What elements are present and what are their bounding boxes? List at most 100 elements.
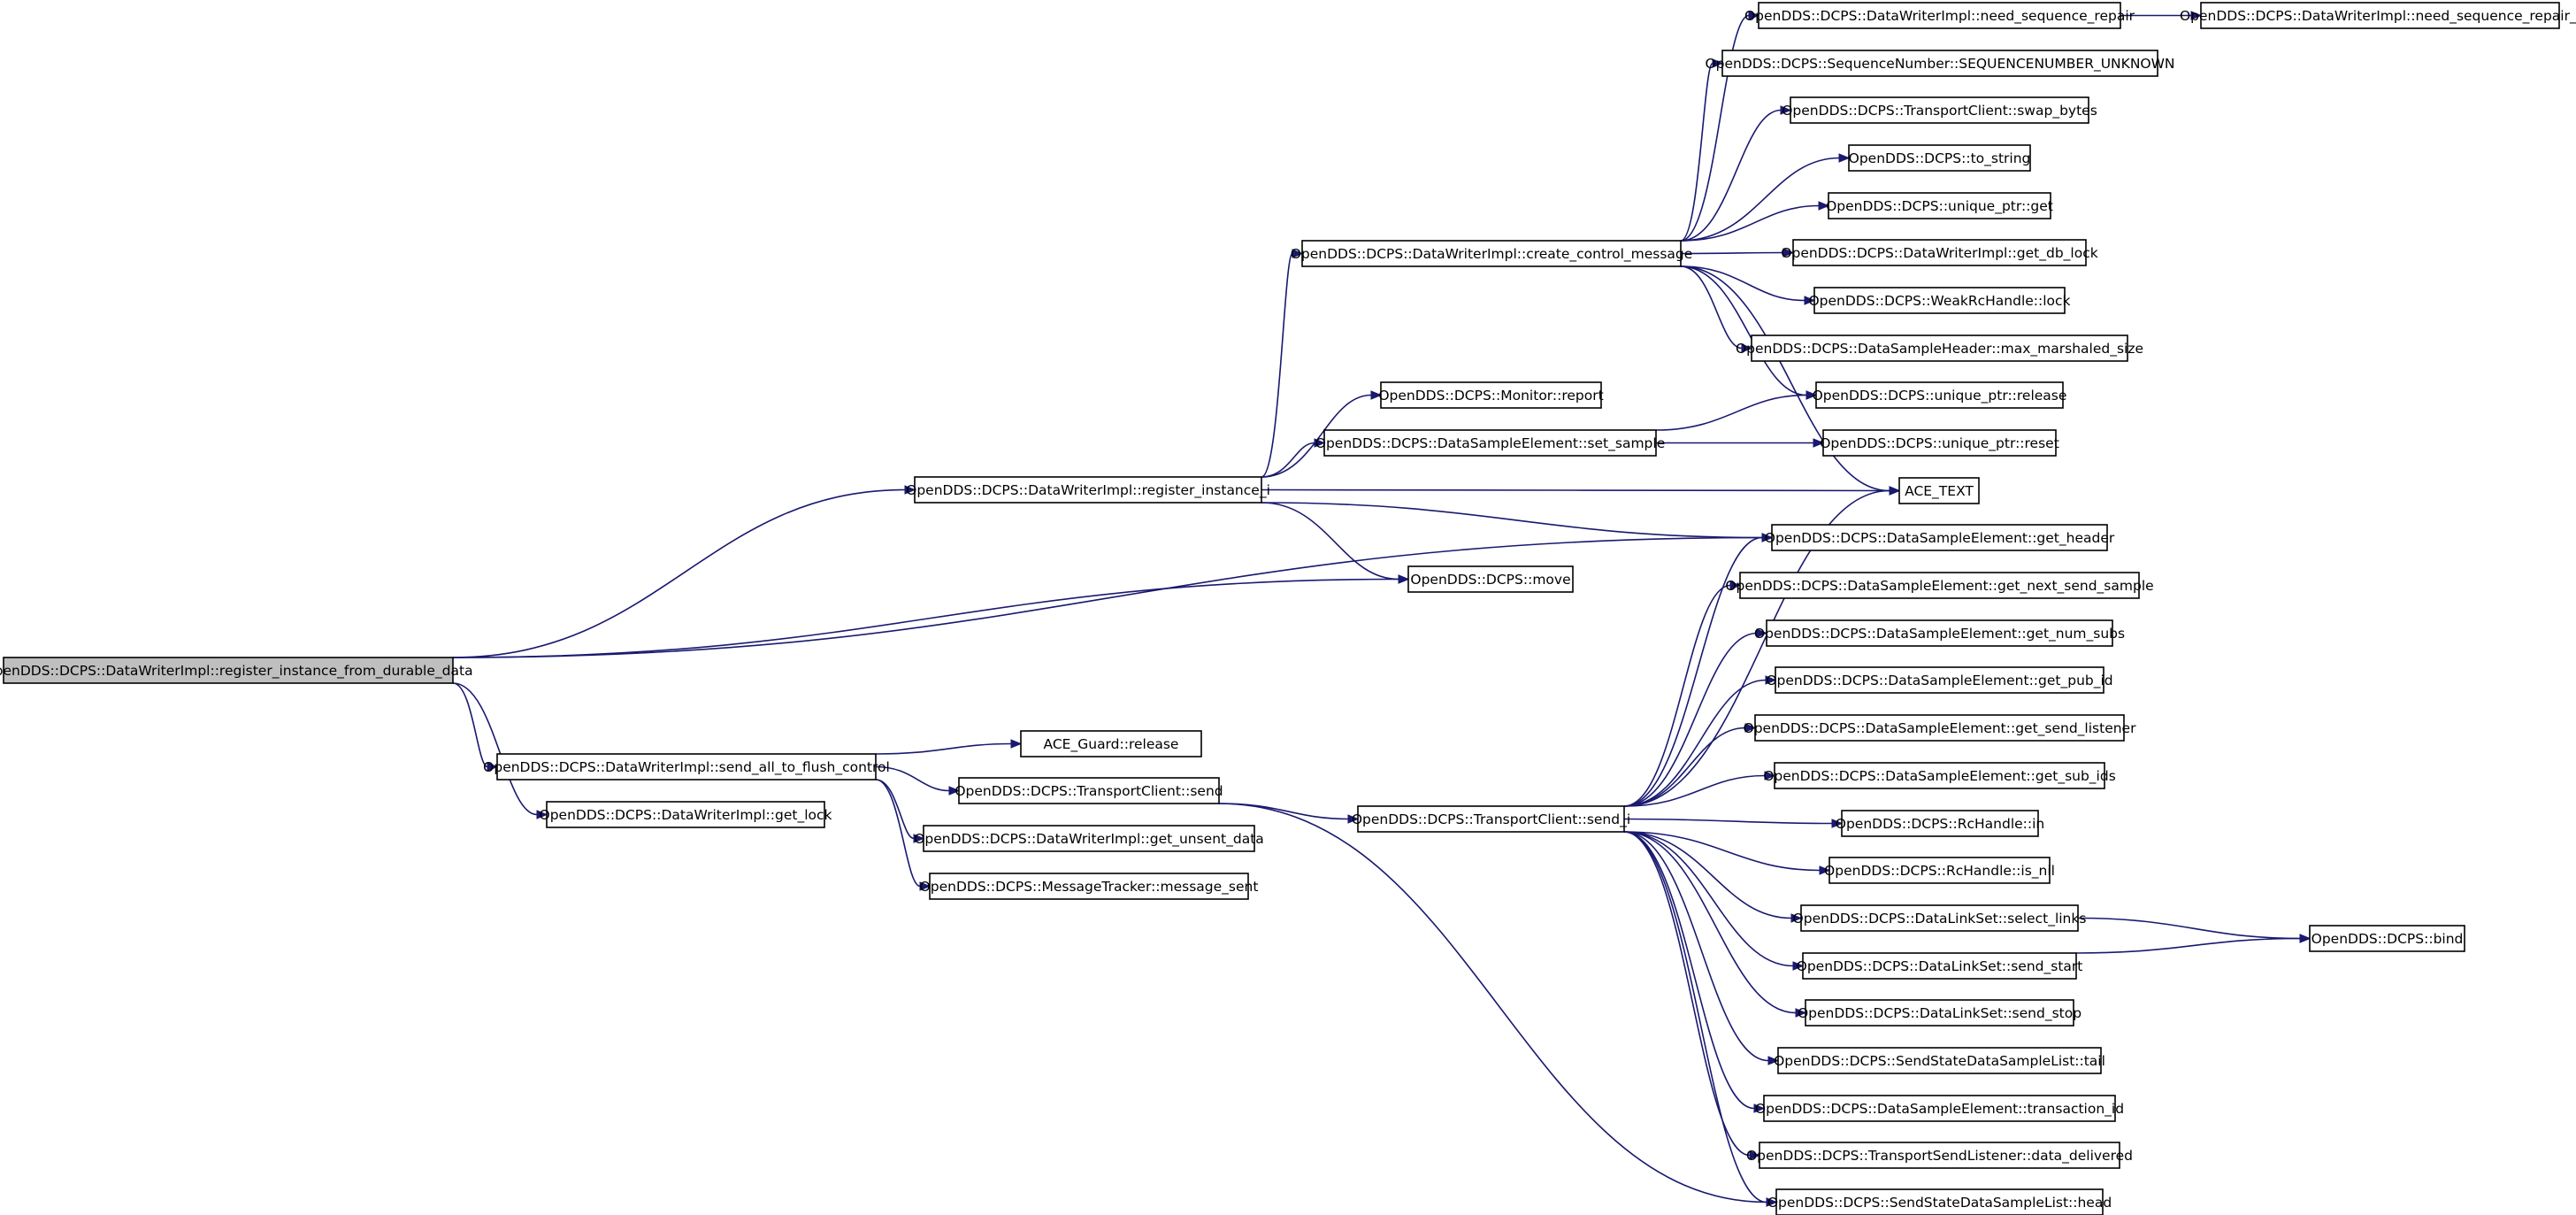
node-rchandle-is-nil[interactable]: OpenDDS::DCPS::RcHandle::is_nil bbox=[1824, 857, 2055, 884]
node-label: OpenDDS::DCPS::DataLinkSet::send_stop bbox=[1798, 1005, 2082, 1022]
node-datasampleelement-get-num-subs[interactable]: OpenDDS::DCPS::DataSampleElement::get_nu… bbox=[1754, 619, 2125, 647]
node-label: OpenDDS::DCPS::DataWriterImpl::register_… bbox=[906, 482, 1270, 499]
edge-n12-n34 bbox=[1623, 831, 1807, 1018]
edge-line bbox=[1623, 536, 1763, 807]
node-sendstatedatasamplelist-head[interactable]: OpenDDS::DCPS::SendStateDataSampleList::… bbox=[1767, 1188, 2112, 1215]
node-transportclient-send[interactable]: OpenDDS::DCPS::TransportClient::send bbox=[954, 777, 1223, 804]
edge-line bbox=[1623, 831, 1821, 872]
edge-arrowhead bbox=[1795, 1008, 1807, 1018]
edge-n9-n12 bbox=[1218, 803, 1360, 824]
edge-n1-n7 bbox=[1261, 502, 1410, 584]
node-datasampleheader-max-marshaled-size[interactable]: OpenDDS::DCPS::DataSampleHeader::max_mar… bbox=[1736, 335, 2143, 362]
edge-n2-n8 bbox=[875, 739, 1023, 755]
edge-n4-n17 bbox=[1680, 201, 1830, 242]
edge-line bbox=[1623, 584, 1731, 807]
edge-arrowhead bbox=[1314, 438, 1326, 448]
node-datalinkset-select-links[interactable]: OpenDDS::DCPS::DataLinkSet::select_links bbox=[1793, 904, 2087, 932]
node-unique-ptr-get[interactable]: OpenDDS::DCPS::unique_ptr::get bbox=[1826, 192, 2053, 219]
node-datawriterimpl-send-all-to-flush-control[interactable]: OpenDDS::DCPS::DataWriterImpl::send_all_… bbox=[483, 753, 890, 781]
node-label: OpenDDS::DCPS::DataSampleElement::get_su… bbox=[1763, 768, 2116, 785]
node-monitor-report[interactable]: OpenDDS::DCPS::Monitor::report bbox=[1378, 381, 1604, 409]
node-box bbox=[1802, 952, 2077, 980]
edge-line bbox=[1680, 251, 1784, 255]
edge-n12-n26 bbox=[1623, 628, 1768, 807]
edge-arrowhead bbox=[1749, 1150, 1761, 1160]
edge-line bbox=[1623, 489, 1890, 807]
edge-n4-n16 bbox=[1680, 153, 1851, 242]
edge-n12-n31 bbox=[1623, 831, 1831, 875]
edge-n4-n13 bbox=[1680, 11, 1760, 242]
node-label: OpenDDS::DCPS::to_string bbox=[1849, 150, 2031, 167]
edge-arrowhead bbox=[2190, 11, 2203, 20]
node-datawriterimpl-get-db-lock[interactable]: OpenDDS::DCPS::DataWriterImpl::get_db_lo… bbox=[1781, 239, 2098, 266]
edge-arrowhead bbox=[1818, 201, 1830, 211]
node-label: OpenDDS::DCPS::DataWriterImpl::send_all_… bbox=[483, 759, 890, 776]
edge-arrowhead bbox=[1780, 105, 1792, 115]
node-datawriterimpl-get-lock[interactable]: OpenDDS::DCPS::DataWriterImpl::get_lock bbox=[540, 801, 832, 828]
edge-line bbox=[452, 682, 488, 768]
node-label: OpenDDS::DCPS::DataWriterImpl::register_… bbox=[0, 663, 473, 680]
node-box bbox=[2309, 925, 2465, 952]
node-datasampleelement-get-pub-id[interactable]: OpenDDS::DCPS::DataSampleElement::get_pu… bbox=[1766, 666, 2113, 694]
node-unique-ptr-release[interactable]: OpenDDS::DCPS::unique_ptr::release bbox=[1813, 381, 2067, 409]
edge-arrowhead bbox=[1347, 814, 1360, 824]
node-box bbox=[1813, 287, 2066, 314]
edge-arrowhead bbox=[1804, 296, 1816, 305]
node-datasampleelement-get-next-send-sample[interactable]: OpenDDS::DCPS::DataSampleElement::get_ne… bbox=[1725, 572, 2154, 599]
node-datawriterimpl-create-control-message[interactable]: OpenDDS::DCPS::DataWriterImpl::create_co… bbox=[1291, 240, 1693, 267]
edge-n1-n23 bbox=[1261, 486, 1901, 496]
edge-line bbox=[452, 536, 1763, 658]
edge-arrowhead bbox=[1744, 723, 1757, 733]
node-datalinkset-send-start[interactable]: OpenDDS::DCPS::DataLinkSet::send_start bbox=[1797, 952, 2083, 980]
node-datasampleelement-get-send-listener[interactable]: OpenDDS::DCPS::DataSampleElement::get_se… bbox=[1744, 714, 2137, 742]
edge-n1-n6 bbox=[1261, 438, 1326, 478]
node-dcps-to-string[interactable]: OpenDDS::DCPS::to_string bbox=[1848, 144, 2031, 172]
node-box bbox=[1805, 999, 2074, 1027]
edge-n4-n15 bbox=[1680, 105, 1792, 242]
node-unique-ptr-reset[interactable]: OpenDDS::DCPS::unique_ptr::reset bbox=[1820, 429, 2059, 457]
edge-arrowhead bbox=[1010, 739, 1023, 749]
node-dcps-move[interactable]: OpenDDS::DCPS::move bbox=[1407, 565, 1574, 593]
node-weakrchandle-lock[interactable]: OpenDDS::DCPS::WeakRcHandle::lock bbox=[1808, 287, 2071, 314]
node-transportsendlistener-data-delivered[interactable]: OpenDDS::DCPS::TransportSendListener::da… bbox=[1746, 1142, 2133, 1169]
edge-line bbox=[1261, 442, 1315, 478]
node-transportclient-swap-bytes[interactable]: OpenDDS::DCPS::TransportClient::swap_byt… bbox=[1782, 96, 2097, 124]
edge-n1-n5 bbox=[1261, 390, 1383, 478]
node-ace-guard-release[interactable]: ACE_Guard::release bbox=[1020, 730, 1202, 757]
node-datasampleelement-get-header[interactable]: OpenDDS::DCPS::DataSampleElement::get_he… bbox=[1765, 524, 2115, 551]
node-datawriterimpl-get-unsent-data[interactable]: OpenDDS::DCPS::DataWriterImpl::get_unsen… bbox=[914, 825, 1264, 852]
node-datawriterimpl-register-instance-i[interactable]: OpenDDS::DCPS::DataWriterImpl::register_… bbox=[906, 476, 1270, 504]
node-dcps-bind[interactable]: OpenDDS::DCPS::bind bbox=[2309, 925, 2465, 952]
node-box bbox=[1323, 429, 1657, 457]
node-box bbox=[496, 753, 877, 781]
edge-line bbox=[452, 578, 1399, 658]
node-messagetracker-message-sent[interactable]: OpenDDS::DCPS::MessageTracker::message_s… bbox=[920, 873, 1259, 900]
node-box bbox=[914, 476, 1262, 504]
edge-n12-n27 bbox=[1623, 675, 1777, 807]
node-label: OpenDDS::DCPS::unique_ptr::release bbox=[1813, 388, 2067, 404]
node-sequencenumber-sequencenumber-unknown[interactable]: OpenDDS::DCPS::SequenceNumber::SEQUENCEN… bbox=[1705, 50, 2175, 77]
node-datawriterimpl-need-sequence-repair-i[interactable]: OpenDDS::DCPS::DataWriterImpl::need_sequ… bbox=[2180, 2, 2576, 29]
node-label: OpenDDS::DCPS::DataSampleElement::transa… bbox=[1755, 1101, 2124, 1118]
node-sendstatedatasamplelist-tail[interactable]: OpenDDS::DCPS::SendStateDataSampleList::… bbox=[1774, 1047, 2105, 1074]
node-datawriterimpl-need-sequence-repair[interactable]: OpenDDS::DCPS::DataWriterImpl::need_sequ… bbox=[1744, 2, 2135, 29]
node-datalinkset-send-stop[interactable]: OpenDDS::DCPS::DataLinkSet::send_stop bbox=[1798, 999, 2082, 1027]
node-datasampleelement-get-sub-ids[interactable]: OpenDDS::DCPS::DataSampleElement::get_su… bbox=[1763, 762, 2116, 789]
node-ace-text[interactable]: ACE_TEXT bbox=[1898, 477, 1980, 504]
edge-line bbox=[1261, 488, 1890, 492]
node-box bbox=[1792, 239, 2087, 266]
node-rchandle-in[interactable]: OpenDDS::DCPS::RcHandle::in bbox=[1836, 810, 2044, 837]
node-label: OpenDDS::DCPS::Monitor::report bbox=[1378, 388, 1603, 404]
node-box bbox=[1828, 192, 2051, 219]
node-label: OpenDDS::DCPS::DataSampleElement::set_sa… bbox=[1315, 435, 1665, 452]
node-datasampleelement-transaction-id[interactable]: OpenDDS::DCPS::DataSampleElement::transa… bbox=[1755, 1095, 2124, 1122]
node-datasampleelement-set-sample[interactable]: OpenDDS::DCPS::DataSampleElement::set_sa… bbox=[1315, 429, 1665, 457]
node-transportclient-send-i[interactable]: OpenDDS::DCPS::TransportClient::send_i bbox=[1352, 805, 1630, 833]
node-label: OpenDDS::DCPS::DataSampleElement::get_se… bbox=[1744, 720, 2137, 737]
node-box bbox=[1774, 762, 2105, 789]
edge-arrowhead bbox=[919, 881, 932, 891]
edge-arrowhead bbox=[913, 834, 925, 843]
edge-line bbox=[1680, 204, 1820, 242]
edge-arrowhead bbox=[1831, 819, 1844, 828]
node-datawriterimpl-register-instance-from-durable-data[interactable]: OpenDDS::DCPS::DataWriterImpl::register_… bbox=[0, 657, 473, 684]
